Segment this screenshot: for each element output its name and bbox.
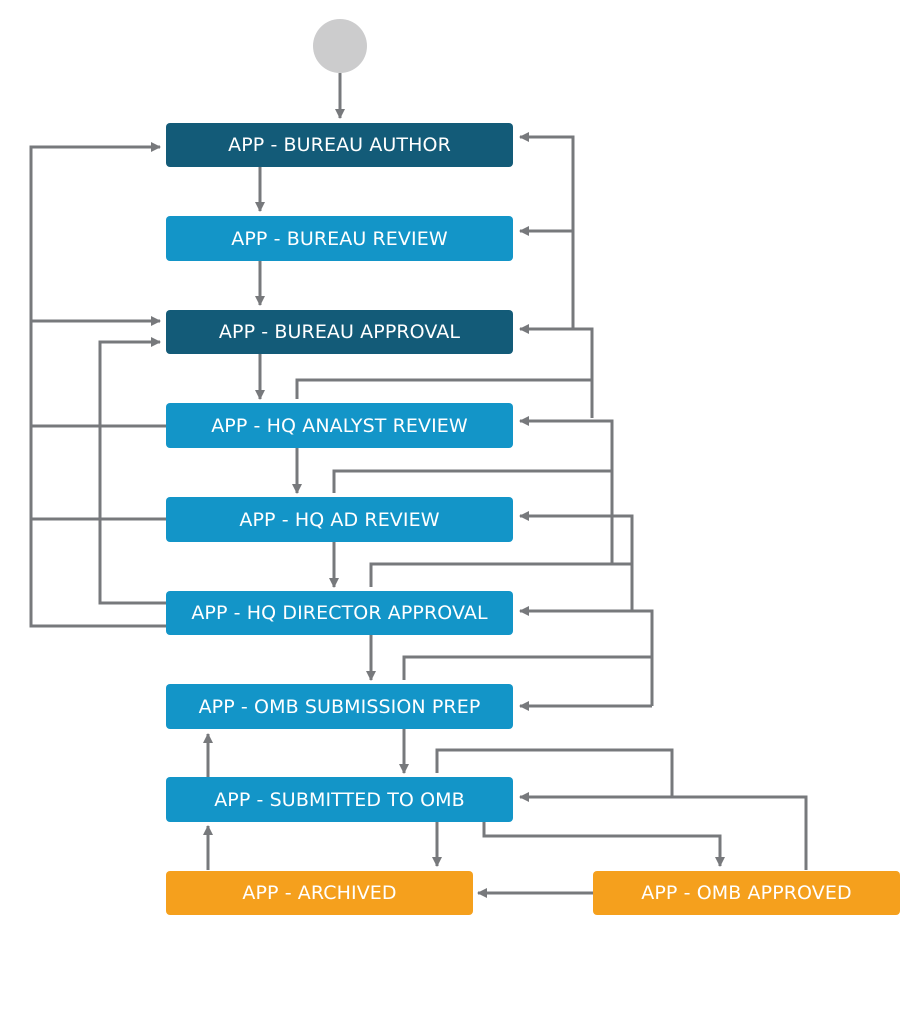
state-bureau-review[interactable]: APP - BUREAU REVIEW: [166, 216, 513, 261]
edge-right-to-submitted: [519, 792, 808, 870]
edge-ad-feed: [332, 469, 612, 493]
edge-director-feed: [369, 562, 632, 587]
edge-group: [29, 73, 808, 898]
edge-analyst-feed: [295, 378, 592, 399]
edge-director-to-bureau-approval: [98, 337, 166, 605]
edge-right-to-director: [519, 606, 654, 706]
edge-prep-feed: [402, 655, 652, 680]
state-omb-submission-prep[interactable]: APP - OMB SUBMISSION PREP: [166, 684, 513, 729]
state-hq-director-approval[interactable]: APP - HQ DIRECTOR APPROVAL: [166, 591, 513, 635]
edge-submitted-feed: [435, 748, 674, 797]
edge-right-to-bureau-approval: [519, 324, 594, 418]
edge-submitted-to-omb-approved: [482, 822, 725, 867]
state-bureau-author[interactable]: APP - BUREAU AUTHOR: [166, 123, 513, 167]
edge-right-to-analyst: [519, 416, 614, 564]
state-submitted-to-omb[interactable]: APP - SUBMITTED TO OMB: [166, 777, 513, 822]
state-omb-approved[interactable]: APP - OMB APPROVED: [593, 871, 900, 915]
edge-right-to-bureau-author: [519, 132, 575, 329]
state-archived[interactable]: APP - ARCHIVED: [166, 871, 473, 915]
edge-right-to-ad: [519, 511, 634, 611]
state-hq-ad-review[interactable]: APP - HQ AD REVIEW: [166, 497, 513, 542]
start-node: [313, 19, 367, 73]
state-hq-analyst-review[interactable]: APP - HQ ANALYST REVIEW: [166, 403, 513, 448]
state-bureau-approval[interactable]: APP - BUREAU APPROVAL: [166, 310, 513, 354]
